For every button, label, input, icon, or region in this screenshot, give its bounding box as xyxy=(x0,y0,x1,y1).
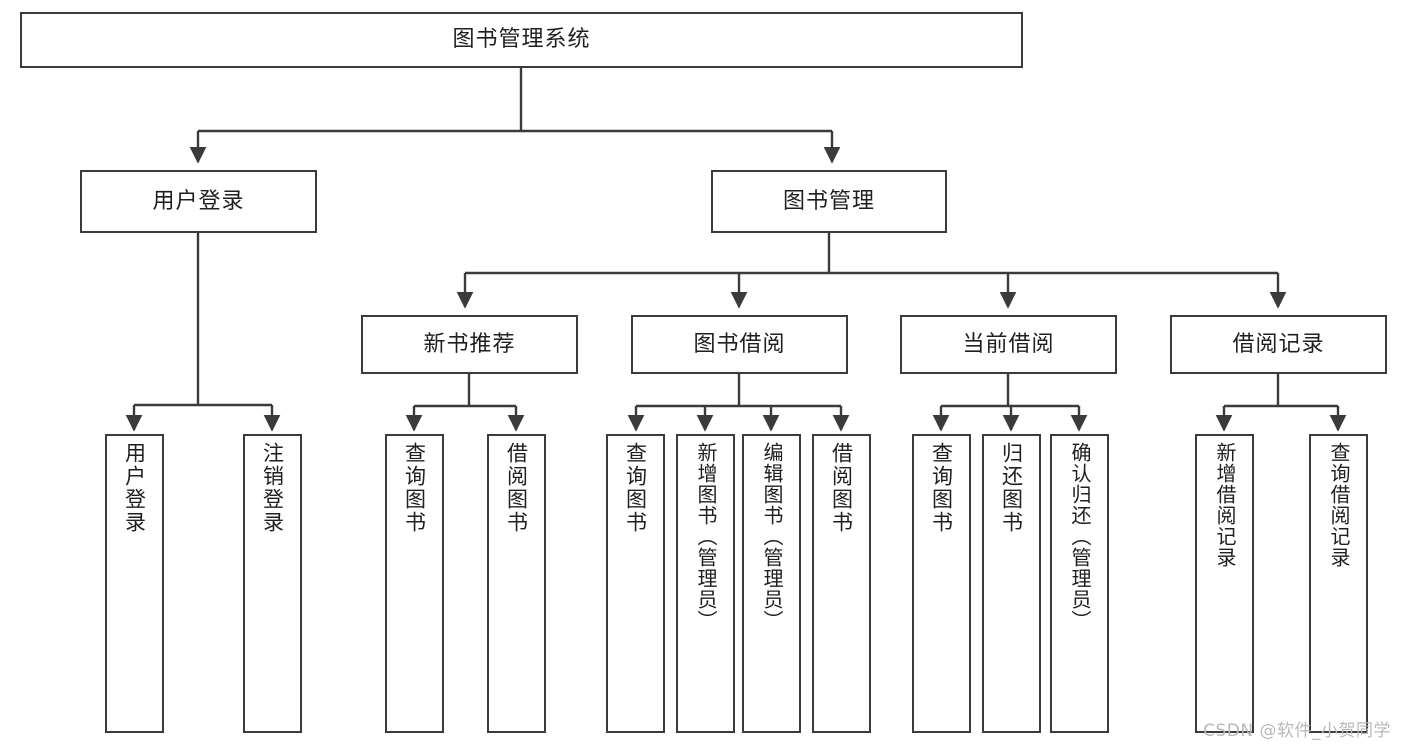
node-leaf-user-login-label: 用户登录 xyxy=(122,442,147,534)
node-borrow-records[interactable]: 借阅记录 xyxy=(1170,315,1387,374)
node-new-book-recommend[interactable]: 新书推荐 xyxy=(361,315,578,374)
node-leaf-query-book-2[interactable]: 查询图书 xyxy=(606,434,665,733)
node-leaf-confirm-return[interactable]: 确认归还（管理员） xyxy=(1050,434,1109,733)
node-leaf-edit-book[interactable]: 编辑图书（管理员） xyxy=(742,434,801,733)
watermark-text: CSDN @软件_小贺同学 xyxy=(1203,721,1391,741)
node-leaf-query-book-3-label: 查询图书 xyxy=(929,442,954,534)
node-leaf-return-book-label: 归还图书 xyxy=(999,442,1024,534)
node-root[interactable]: 图书管理系统 xyxy=(20,12,1023,68)
node-leaf-borrow-book-1-label: 借阅图书 xyxy=(504,442,529,534)
node-leaf-borrow-book-2[interactable]: 借阅图书 xyxy=(812,434,871,733)
node-leaf-add-record-label: 新增借阅记录 xyxy=(1213,442,1237,568)
node-root-label: 图书管理系统 xyxy=(452,27,591,53)
node-leaf-query-record[interactable]: 查询借阅记录 xyxy=(1309,434,1368,733)
node-current-borrow[interactable]: 当前借阅 xyxy=(900,315,1117,374)
node-leaf-user-logout[interactable]: 注销登录 xyxy=(243,434,302,733)
node-leaf-edit-book-label: 编辑图书（管理员） xyxy=(760,442,784,631)
node-leaf-add-book[interactable]: 新增图书（管理员） xyxy=(676,434,735,733)
node-book-management-module[interactable]: 图书管理 xyxy=(711,170,947,233)
node-leaf-query-record-label: 查询借阅记录 xyxy=(1327,442,1351,568)
node-leaf-add-book-label: 新增图书（管理员） xyxy=(694,442,718,631)
node-book-management-module-label: 图书管理 xyxy=(782,188,875,214)
node-leaf-query-book-2-label: 查询图书 xyxy=(623,442,648,534)
node-book-borrow[interactable]: 图书借阅 xyxy=(631,315,848,374)
node-leaf-confirm-return-label: 确认归还（管理员） xyxy=(1068,442,1092,631)
node-leaf-borrow-book-2-label: 借阅图书 xyxy=(829,442,854,534)
node-leaf-add-record[interactable]: 新增借阅记录 xyxy=(1195,434,1254,733)
node-leaf-user-logout-label: 注销登录 xyxy=(260,442,285,534)
node-borrow-records-label: 借阅记录 xyxy=(1232,331,1325,357)
node-book-borrow-label: 图书借阅 xyxy=(693,331,786,357)
node-leaf-query-book-1[interactable]: 查询图书 xyxy=(385,434,444,733)
node-user-login-module-label: 用户登录 xyxy=(152,188,245,214)
node-leaf-user-login[interactable]: 用户登录 xyxy=(105,434,164,733)
node-new-book-recommend-label: 新书推荐 xyxy=(423,331,516,357)
node-leaf-query-book-1-label: 查询图书 xyxy=(402,442,427,534)
node-leaf-borrow-book-1[interactable]: 借阅图书 xyxy=(487,434,546,733)
node-user-login-module[interactable]: 用户登录 xyxy=(80,170,317,233)
node-leaf-query-book-3[interactable]: 查询图书 xyxy=(912,434,971,733)
node-leaf-return-book[interactable]: 归还图书 xyxy=(982,434,1041,733)
node-current-borrow-label: 当前借阅 xyxy=(962,331,1055,357)
